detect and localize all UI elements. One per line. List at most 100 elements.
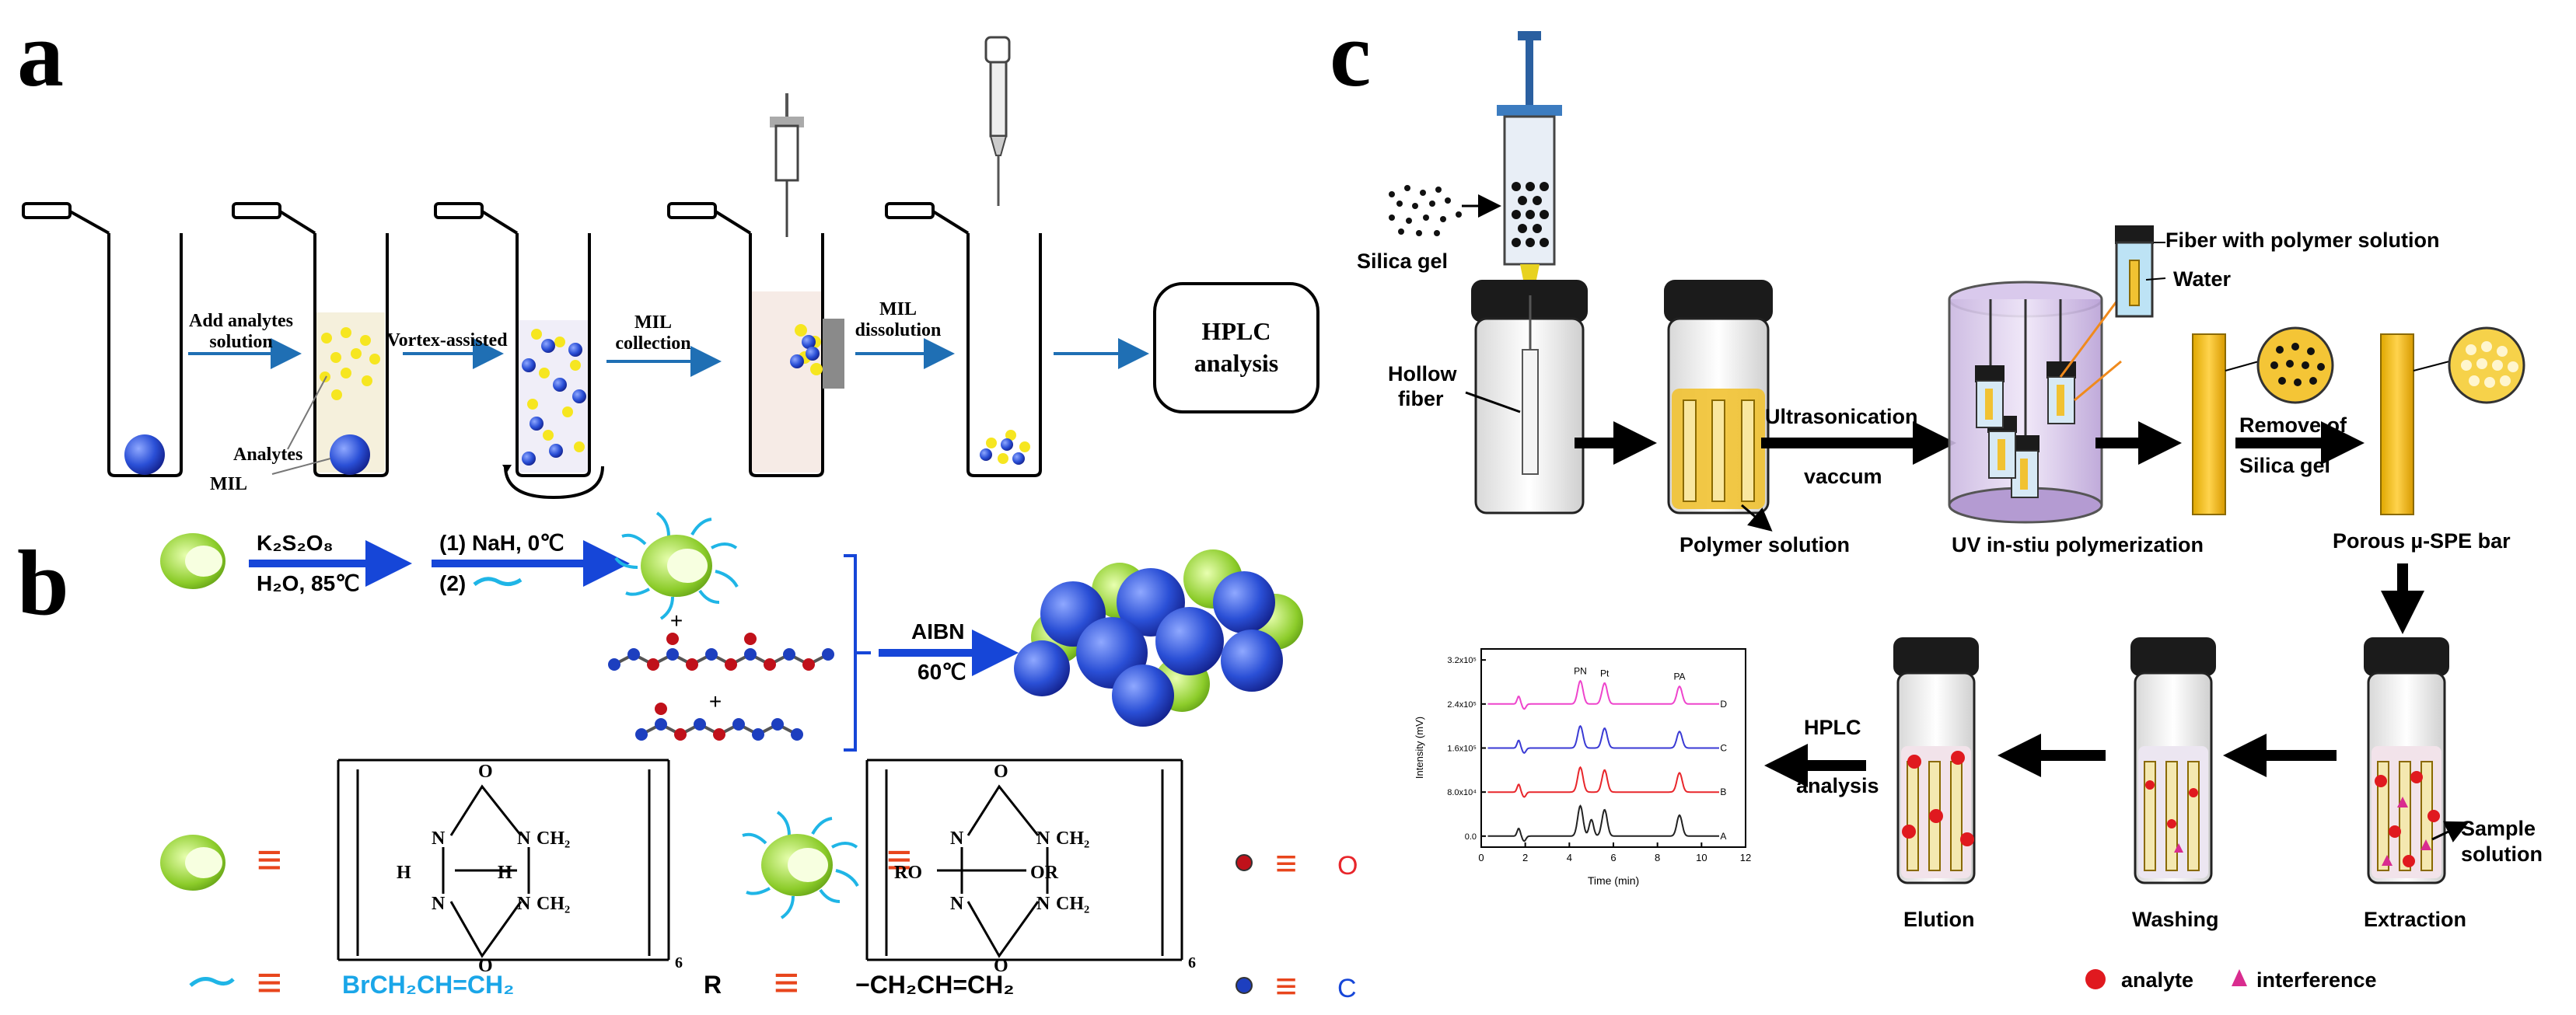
r-label: R	[704, 971, 722, 999]
x-tick-label: 4	[1567, 852, 1572, 863]
polymer-cluster	[1014, 549, 1303, 727]
svg-text:N: N	[1036, 828, 1050, 849]
svg-text:N: N	[432, 828, 446, 849]
svg-text:H: H	[397, 863, 411, 883]
svg-text:N: N	[950, 894, 964, 914]
syringe-c-icon	[1497, 31, 1562, 295]
bar-with-silica	[2192, 326, 2334, 515]
series-D-label: D	[1720, 699, 1727, 710]
panel-c-letter: c	[1330, 2, 1371, 106]
vial-elution	[1893, 637, 1979, 884]
reaction-2-bottom: (2)	[439, 571, 466, 595]
hplc-box-a	[1153, 282, 1319, 413]
crosslinker-2	[635, 703, 803, 741]
svg-text:N: N	[1036, 894, 1050, 914]
series-B-label: B	[1720, 787, 1726, 797]
peak-label: PN	[1574, 666, 1587, 677]
chart-ylabel: Intensity (mV)	[1414, 717, 1425, 779]
plus-2: +	[709, 689, 722, 713]
hplc-box-a-line1: HPLC	[1202, 317, 1271, 345]
svg-text:6: 6	[1188, 954, 1196, 971]
step-2-label: Vortex-assisted	[386, 330, 508, 351]
equals-3: ≡	[1275, 843, 1297, 884]
series-A-line	[1487, 804, 1719, 842]
syringe-icon	[770, 93, 804, 237]
interference-legend-label: interference	[2256, 968, 2377, 992]
panel-a-letter: a	[17, 2, 64, 106]
tube-2	[232, 202, 389, 477]
equals-6: ≡	[1275, 966, 1297, 1007]
step-3-line2: collection	[615, 333, 690, 354]
porous-bar-label: Porous µ-SPE bar	[2333, 529, 2511, 553]
pipette-icon	[984, 36, 1011, 206]
solution-label: solution	[2461, 842, 2543, 866]
step-1-line2: solution	[209, 332, 272, 352]
o-atom-label: O	[1337, 851, 1358, 881]
vaccum-label: vaccum	[1804, 465, 1882, 488]
silica-gel-dots	[1389, 185, 1462, 236]
equals-5: ≡	[774, 957, 799, 1006]
y-tick-label: 8.0x10⁴	[1447, 788, 1477, 797]
svg-text:O: O	[478, 762, 493, 782]
plus-1: +	[670, 609, 683, 633]
hollow-label: Hollow	[1388, 362, 1457, 385]
series-D-line	[1487, 679, 1719, 710]
tube-1	[22, 202, 183, 477]
allyl-bromide-icon	[189, 977, 235, 987]
crosslinker-1	[608, 633, 834, 671]
svg-text:H: H	[498, 863, 512, 883]
equals-1: ≡	[257, 835, 282, 884]
svg-text:O: O	[478, 956, 493, 976]
svg-text:CH₂: CH₂	[537, 894, 570, 914]
svg-text:CH₂: CH₂	[1056, 828, 1089, 849]
reaction-2-top: (1) NaH, 0℃	[439, 531, 564, 555]
chart-xlabel: Time (min)	[1588, 874, 1639, 887]
ultrasonication-label: Ultrasonication	[1765, 405, 1918, 428]
extraction-label: Extraction	[2364, 908, 2466, 931]
svg-text:O: O	[994, 762, 1008, 782]
analyte-legend-label: analyte	[2121, 968, 2193, 992]
fiber-label: fiber	[1398, 387, 1444, 410]
y-tick-label: 2.4x10⁵	[1447, 700, 1477, 710]
uv-polymerization-label: UV in-stiu polymerization	[1952, 533, 2204, 556]
vial-polymer	[1664, 280, 1773, 514]
structure-2: O N N CH₂ N N CH₂ RO OR O 6	[865, 759, 1196, 976]
x-tick-label: 12	[1740, 852, 1751, 863]
sample-label: Sample	[2461, 817, 2536, 840]
svg-text:N: N	[432, 894, 446, 914]
interference-legend-icon	[2232, 969, 2247, 986]
fiber-inset	[2115, 225, 2154, 318]
mil-label: MIL	[210, 474, 247, 494]
svg-text:RO: RO	[894, 863, 922, 883]
x-tick-label: 0	[1478, 852, 1484, 863]
legend-allyl-cb	[742, 811, 859, 919]
structure-1: O N N CH₂ N N CH₂ H H O 6	[337, 759, 683, 976]
peak-label: PA	[1673, 671, 1685, 682]
peak-label: Pt	[1600, 668, 1610, 678]
hplc-box-a-line2: analysis	[1194, 349, 1278, 377]
legend-c-atom	[1236, 977, 1253, 994]
step-1-line1: Add analytes	[189, 311, 293, 331]
analyte-legend-icon	[2085, 969, 2106, 989]
reaction-1-bottom: H₂O, 85℃	[257, 571, 360, 595]
series-A-label: A	[1720, 831, 1726, 842]
panel-b-letter: b	[17, 531, 69, 634]
step-4-line1: MIL	[879, 299, 917, 319]
panel-c: Silica gel Hollow fiber Po	[1357, 31, 2543, 992]
equals-4: ≡	[257, 957, 282, 1006]
series-B-line	[1487, 766, 1719, 798]
silica-gel-label: Silica gel	[1357, 249, 1448, 273]
hplc-c-line2: analysis	[1796, 774, 1879, 797]
mil-droplet	[124, 434, 165, 475]
step-4-line2: dissolution	[855, 320, 942, 340]
porous-bar	[2380, 326, 2525, 515]
cucurbituril-icon	[160, 533, 225, 589]
svg-text:CH₂: CH₂	[537, 828, 570, 849]
water-label: Water	[2173, 267, 2232, 291]
y-tick-label: 3.2x10⁵	[1447, 656, 1477, 665]
y-tick-label: 0.0	[1465, 832, 1477, 842]
x-tick-label: 2	[1522, 852, 1528, 863]
svg-text:O: O	[994, 956, 1008, 976]
